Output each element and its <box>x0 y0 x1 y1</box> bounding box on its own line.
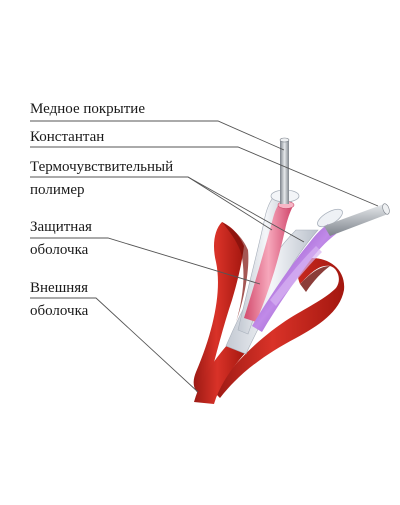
leader-copper-coating <box>30 120 285 151</box>
copper-coated-conductor-tip <box>279 137 290 143</box>
outer-jacket-left-flap-inner <box>222 222 249 322</box>
label-copper-coating: Медное покрытие <box>30 101 145 117</box>
thermo-polymer-violet-band <box>270 246 322 306</box>
outer-jacket-right-flap <box>214 258 345 398</box>
leader-thermo-polymer-b <box>187 176 305 243</box>
label-constantan: Константан <box>30 129 105 145</box>
label-protective-line1: Защитная <box>30 219 92 235</box>
label-thermo-polymer-line2: полимер <box>30 182 85 198</box>
constantan-conductor-tip <box>382 203 390 215</box>
leader-lines <box>30 120 379 393</box>
leader-outer-jacket <box>30 297 199 393</box>
thermo-polymer-pink <box>244 204 293 322</box>
constantan-conductor <box>324 204 388 236</box>
outer-jacket-trunk <box>194 344 246 404</box>
outer-jacket-left-flap <box>193 222 244 398</box>
label-protective-line2: оболочка <box>30 242 89 258</box>
leader-protective-sheath <box>30 237 261 285</box>
label-outer-line2: оболочка <box>30 303 89 319</box>
copper-coated-conductor <box>280 140 289 204</box>
label-thermo-polymer-line1: Термочувствительный <box>30 159 174 175</box>
outer-jacket-right-curl-shadow <box>300 266 330 292</box>
label-outer-line1: Внешняя <box>30 280 89 296</box>
leader-constantan <box>30 146 379 207</box>
